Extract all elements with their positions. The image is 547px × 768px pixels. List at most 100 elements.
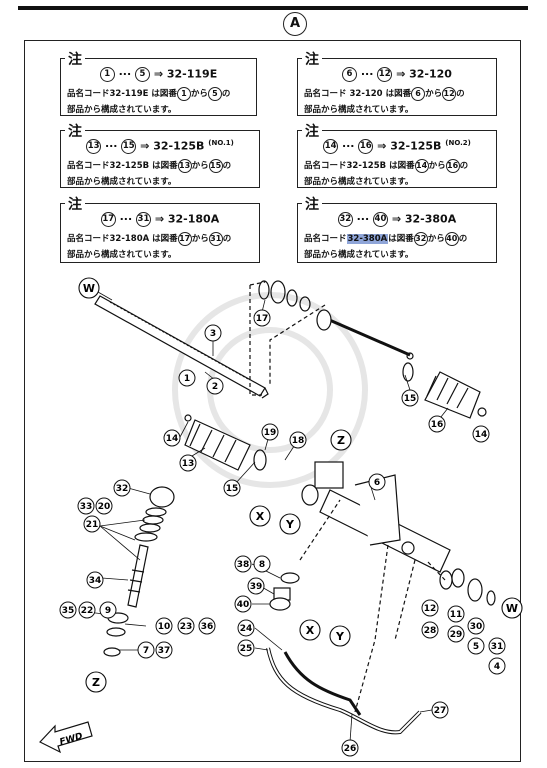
note-range: 13 ··· 15 ⇒ 32-125B (NO.1) [86,139,234,154]
callout-26: 26 [344,744,357,754]
ref-from: 17 [177,231,192,246]
arrow: ⇒ [154,212,165,226]
text-a: 品名コード [67,161,110,171]
range-from: 14 [323,139,339,154]
callout-34: 34 [89,576,102,586]
text-code: 32-180A [109,234,150,244]
text-code: 32-125B [346,161,387,171]
range-to: 16 [358,139,374,154]
ref-to: 5 [207,86,222,101]
callout-14: 14 [475,430,488,440]
callout-38: 38 [237,560,250,570]
callout-28: 28 [424,626,437,636]
ref-to: 15 [208,158,223,173]
callout-2: 2 [212,382,218,392]
range-from: 1 [99,67,115,82]
callout-39: 39 [250,582,263,592]
text-code-highlighted: 32-380A [346,234,389,244]
callout-6: 6 [374,478,380,488]
note-box-5: 注 17 ··· 31 ⇒ 32-180A 品名コード32-180A は図番17… [60,194,260,263]
arrow: ⇒ [396,67,406,81]
arrow: ⇒ [153,67,164,81]
text-line2: 部品から構成されています。 [67,250,177,260]
arrow: ⇒ [140,139,150,153]
range-to: 15 [121,139,137,154]
note-title: 注 [302,121,322,141]
part-code: 32-120 [409,67,452,81]
range-to: 40 [372,212,388,227]
text-line2: 部品から構成されています。 [304,177,414,187]
callout-27: 27 [434,706,447,716]
note-range: 32 ··· 40 ⇒ 32-380A [337,212,457,227]
text-line2: 部品から構成されています。 [67,177,177,187]
text-c: から [425,89,443,99]
callout-25: 25 [240,644,253,654]
text-code: 32-120 [349,89,383,99]
arrow: ⇒ [377,139,387,153]
part-code: 32-180A [167,212,220,226]
text-c: から [191,234,209,244]
part-code: 32-125B [153,139,205,153]
callout-22: 22 [81,606,94,616]
callout-31: 31 [491,642,504,652]
arrow: ⇒ [391,212,402,226]
note-title: 注 [65,194,85,214]
callout-19: 19 [264,428,277,438]
text-a: 品名コード [304,161,347,171]
text-c: から [428,161,446,171]
callout-4: 4 [494,662,500,672]
range-to: 12 [377,67,393,82]
range-from: 17 [100,212,116,227]
callout-w: W [506,602,518,615]
callout-x: X [306,624,315,637]
text-d: の [221,89,231,99]
text-b: は図番 [389,161,415,171]
callout-32: 32 [116,484,129,494]
note-title: 注 [65,121,85,141]
callout-15: 15 [226,484,239,494]
callout-21: 21 [86,520,99,530]
text-code: 32-119E [109,89,149,99]
text-d: の [456,89,465,99]
text-d: の [222,161,232,171]
part-suffix: (NO.1) [208,139,234,147]
callout-7: 7 [143,646,149,656]
text-b: は図番 [388,234,414,244]
gear-housing-6 [301,461,451,573]
text-c: から [427,234,445,244]
ref-to: 40 [444,231,459,246]
text-line2: 部品から構成されています。 [304,250,414,260]
text-line2: 部品から構成されています。 [67,105,177,115]
callout-x: X [256,510,265,523]
callout-12: 12 [424,604,437,614]
note-title: 注 [302,49,322,69]
text-a: 品名コード [304,234,347,244]
text-a: 品名コード [304,89,347,99]
note-range: 17 ··· 31 ⇒ 32-180A [100,212,220,227]
part-suffix: (NO.2) [445,139,471,147]
range-to: 31 [135,212,151,227]
note-range: 1 ··· 5 ⇒ 32-119E [61,67,256,82]
text-a: 品名コード [67,89,110,99]
range-from: 6 [342,67,358,82]
frame-label-a: A [283,12,307,36]
text-b: は図番 [151,89,177,99]
text-b: は図番 [385,89,412,99]
callout-14: 14 [166,434,179,444]
callout-11: 11 [450,610,463,620]
callout-8: 8 [259,560,265,570]
fwd-arrow-icon: FWD [39,721,93,754]
callout-10: 10 [158,622,171,632]
callout-37: 37 [158,646,171,656]
note-title: 注 [65,49,85,69]
text-a: 品名コード [67,234,110,244]
note-text: 品名コード32-180A は図番17から31の 部品から構成されています。 [67,231,255,263]
text-d: の [222,234,232,244]
callout-20: 20 [98,502,111,512]
text-code: 32-125B [109,161,150,171]
note-text: 品名コード32-125B は図番14から16の 部品から構成されています。 [304,158,492,190]
text-c: から [191,161,209,171]
callout-35: 35 [62,606,75,616]
callout-33: 33 [80,502,93,512]
